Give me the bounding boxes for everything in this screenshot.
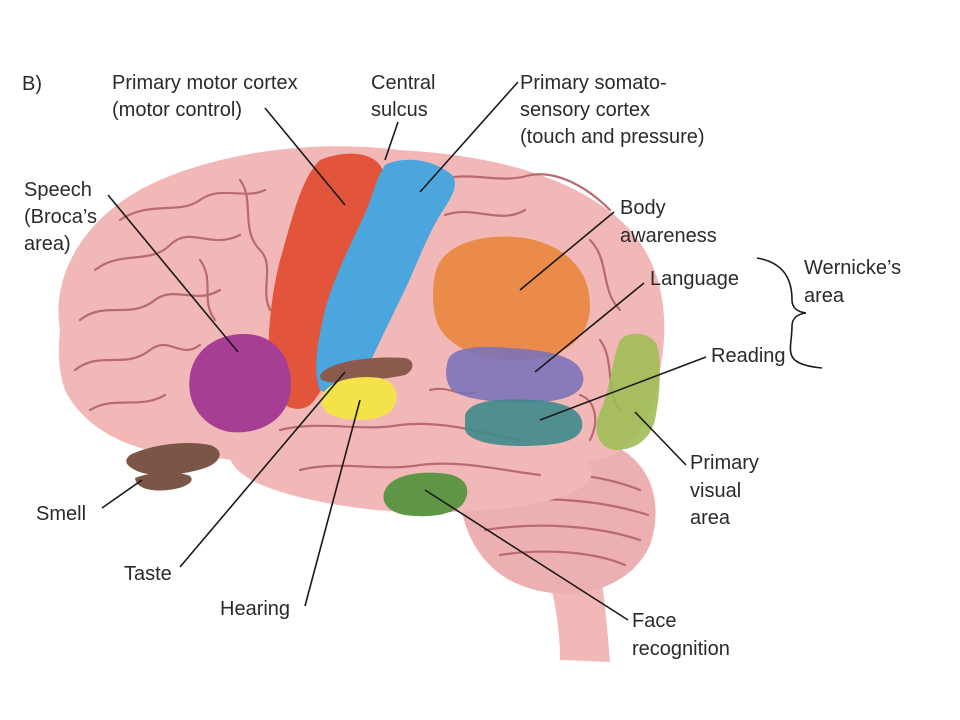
motor-label-line2: (motor control) (112, 99, 242, 121)
wernicke-label-line1: Wernicke’s (804, 257, 901, 279)
smell-region (126, 443, 220, 476)
central-sulcus-leader (384, 121, 399, 161)
labels: B) Primary motor cortex (motor control) … (22, 72, 901, 660)
central-label-line1: Central (371, 72, 435, 94)
speech-label-line2: (Broca’s (24, 206, 97, 228)
taste-leader (179, 371, 346, 568)
somato-label-line1: Primary somato- (520, 72, 667, 94)
visual-label-line1: Primary (690, 452, 759, 474)
somato-label-line2: sensory cortex (520, 99, 650, 121)
visual-label-line3: area (690, 507, 731, 529)
reading-leader (539, 356, 707, 421)
body-awareness-leader (519, 211, 615, 291)
hearing-leader (304, 399, 361, 607)
functional-regions (126, 153, 660, 517)
body-awareness-region (433, 236, 590, 361)
body-label-line2: awareness (620, 225, 717, 247)
motor-leader (264, 107, 346, 206)
face-recognition-region (383, 472, 468, 517)
gyri-pattern (73, 173, 622, 477)
body-label-line1: Body (620, 197, 666, 219)
taste-label: Taste (124, 563, 172, 585)
broca-region (189, 334, 291, 433)
somato-label-line3: (touch and pressure) (520, 126, 705, 148)
speech-label-line3: area) (24, 233, 71, 255)
somato-leader (419, 81, 519, 193)
reading-label: Reading (711, 345, 786, 367)
face-leader (424, 489, 629, 621)
hearing-label: Hearing (220, 598, 290, 620)
face-label-line2: recognition (632, 638, 730, 660)
motor-cortex-region (268, 153, 385, 409)
wernicke-label-line2: area (804, 285, 845, 307)
speech-leader (107, 194, 239, 353)
speech-label-line1: Speech (24, 179, 92, 201)
somatosensory-cortex-region (316, 159, 455, 395)
taste-region (320, 357, 413, 383)
central-label-line2: sulcus (371, 99, 428, 121)
visual-leader (634, 411, 687, 466)
language-leader (534, 282, 645, 373)
language-label: Language (650, 268, 739, 290)
smell-bulb (135, 472, 192, 491)
wernicke-brace (756, 257, 823, 369)
reading-region (465, 399, 583, 446)
smell-leader (101, 479, 143, 509)
leader-lines (101, 81, 823, 621)
visual-label-line2: visual (690, 480, 741, 502)
panel-letter: B) (22, 73, 42, 95)
smell-label: Smell (36, 503, 86, 525)
hearing-region (320, 377, 397, 420)
face-label-line1: Face (632, 610, 676, 632)
motor-label-line1: Primary motor cortex (112, 72, 298, 94)
